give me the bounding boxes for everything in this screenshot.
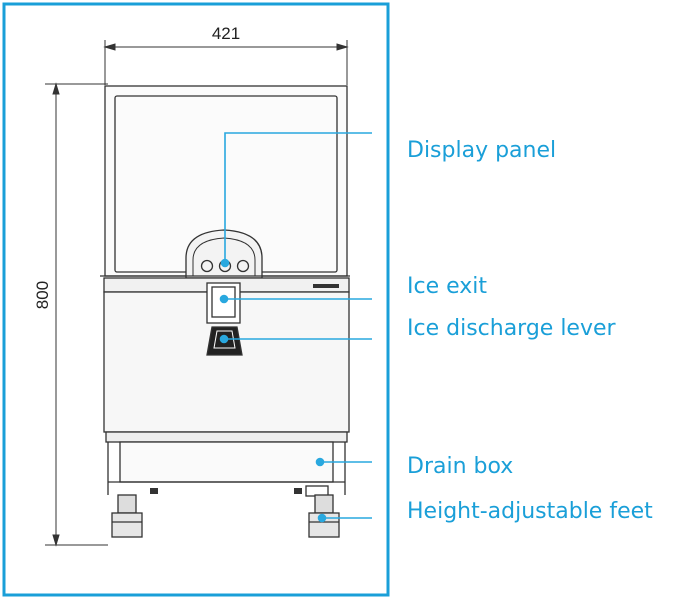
foot-left-pad [111,512,143,538]
callout-ice-exit: Ice exit [407,274,488,299]
drain-box-housing [119,441,334,483]
foot-right-stem [314,494,334,514]
width-dimension-label: 421 [212,24,240,43]
foot-left-stem [117,494,137,514]
callout-drain-box: Drain box [407,454,514,479]
frame-border [2,2,390,597]
ice-machine [100,85,350,538]
callout-height-adjustable-feet: Height-adjustable feet [407,499,653,524]
panel-button-left [200,259,214,273]
panel-button-right [236,259,250,273]
width-dimension [103,40,349,85]
callout-display-panel: Display panel [407,138,557,163]
height-dimension-label: 800 [33,281,52,309]
leader-display-panel [224,132,372,262]
height-dimension [45,82,108,547]
base-section [105,431,348,443]
leader-lines [219,132,372,523]
callout-ice-discharge-lever: Ice discharge lever [407,316,616,341]
